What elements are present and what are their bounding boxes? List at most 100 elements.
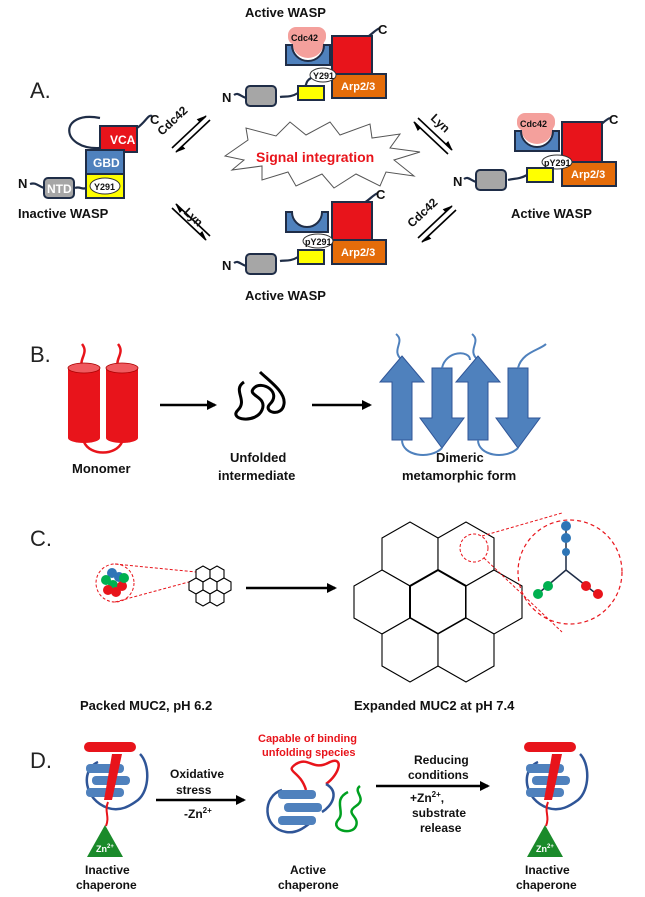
- arrow-line: [417, 205, 453, 239]
- inactive-wasp-title: Inactive WASP: [18, 206, 109, 221]
- right-n-tail: [463, 176, 477, 184]
- c-terminal-tail: [136, 114, 153, 129]
- hex: [437, 617, 495, 683]
- panel-d: D. Zn2+ Inactive chaperone Oxidative str…: [30, 733, 589, 892]
- red-tail-2: release: [420, 821, 462, 835]
- strand-down-2: [495, 367, 541, 449]
- bead-blue-small: [562, 548, 570, 556]
- bottom-ntd: [245, 253, 277, 275]
- chaperone-loop: [525, 753, 589, 811]
- vca-linker-loop: [68, 115, 101, 150]
- arrow-line: [175, 119, 211, 153]
- panel-a: A. C VCA GBD Y291 NTD N Inactive WASP Ac…: [18, 5, 619, 303]
- inactive-chaperone-right: Zn2+ Inactive chaperone: [516, 742, 589, 892]
- helix-bottom: [106, 433, 138, 443]
- hex: [195, 589, 211, 607]
- panel-a-label: A.: [30, 78, 51, 103]
- bottom-n-tail: [233, 260, 247, 268]
- arrow-cdc42-right: Cdc42: [404, 195, 457, 243]
- arrow-line: [171, 207, 207, 241]
- inactive-n-terminus: N: [18, 176, 27, 191]
- ntd-label: NTD: [47, 182, 72, 196]
- bottom-yellow: [297, 249, 325, 265]
- right-cdc42-label: Cdc42: [520, 119, 547, 129]
- helix-cylinder: [106, 368, 138, 438]
- chaperone-loop: [85, 753, 149, 811]
- zn-triangle: [527, 825, 563, 857]
- top-cdc42-label: Cdc42: [291, 33, 318, 43]
- right-cdc42-bubble: [517, 113, 555, 131]
- strand: [526, 788, 564, 797]
- packed-mucin: [95, 563, 232, 607]
- bottom-c-terminus: C: [376, 187, 386, 202]
- panel-b-label: B.: [30, 342, 51, 367]
- bead-green: [119, 573, 129, 583]
- dimeric-sheet: [378, 333, 547, 456]
- cdc42-bubble: [288, 27, 326, 45]
- unfolded-red-segment: [290, 759, 340, 791]
- active-label-2: chaperone: [278, 878, 339, 892]
- strand-loop: [477, 439, 519, 456]
- zoom-line: [481, 512, 563, 537]
- capable-label-1: Capable of binding: [258, 733, 357, 745]
- strand-down-1: [419, 367, 465, 449]
- strand-loop: [517, 343, 547, 369]
- helix-loop: [82, 441, 124, 454]
- top-arp: [331, 73, 387, 99]
- right-gbd: [514, 130, 560, 152]
- active-loop: [321, 782, 335, 814]
- strand-up-2: [454, 355, 502, 441]
- zn-triangle: [87, 825, 123, 857]
- green-segment: [335, 785, 362, 833]
- strand-tail: [471, 333, 479, 361]
- top-n-terminus: N: [222, 90, 231, 105]
- bottom-n-terminus: N: [222, 258, 231, 273]
- strand: [284, 803, 322, 812]
- top-y291: [309, 67, 337, 83]
- zn-label-right: Zn2+: [536, 844, 554, 854]
- top-c-terminus: C: [378, 22, 388, 37]
- bottom-arp: [331, 239, 387, 265]
- arrow-line: [421, 209, 457, 243]
- expanded-small-circle: [459, 533, 489, 563]
- active-wasp-right: C Cdc42 Arp2/3 pY291 N Active WASP: [453, 112, 619, 221]
- arrow-cdc42-label-1: Cdc42: [154, 103, 190, 138]
- bead-red: [593, 589, 603, 599]
- helix-top: [67, 362, 101, 374]
- panel-d-label: D.: [30, 748, 52, 773]
- red-label-2: conditions: [408, 768, 469, 782]
- panel-b: B. Monomer Unfolded intermediate: [30, 333, 547, 483]
- bottom-py291: [302, 233, 334, 249]
- active-wasp-bottom: C Arp2/3 pY291 N Active WASP: [222, 187, 387, 303]
- top-yellow: [297, 85, 325, 101]
- top-link-1: [329, 54, 334, 67]
- arrow-lyn-label-1: Lyn: [181, 205, 206, 229]
- right-n-terminus: N: [453, 174, 462, 189]
- active-chaperone: Active chaperone: [266, 759, 362, 892]
- cdc42-body: [292, 42, 324, 58]
- right-py291-label: pY291: [544, 158, 571, 168]
- red-plus-zn: +Zn2+,: [410, 790, 444, 805]
- right-c-terminus: C: [609, 112, 619, 127]
- strand: [278, 816, 316, 825]
- arrow-line: [171, 115, 207, 149]
- bottom-vca: [331, 201, 373, 243]
- y291-label: Y291: [94, 182, 115, 192]
- top-y291-label: Y291: [313, 71, 334, 81]
- active-loop: [266, 788, 315, 834]
- arrow-lyn-right: Lyn: [413, 111, 453, 155]
- arrow-line: [417, 117, 453, 151]
- ox-minus-zn: -Zn2+: [184, 806, 212, 821]
- panel-c-label: C.: [30, 526, 52, 551]
- strand: [86, 788, 124, 797]
- intermediate-label-1: Unfolded: [230, 450, 286, 465]
- top-vca: [331, 35, 373, 77]
- bead-green: [543, 581, 553, 591]
- active-wasp-top: Active WASP C Cdc42 Arp2/3 Y291 N: [222, 5, 388, 107]
- ox-label-1: Oxidative: [170, 767, 224, 781]
- strand-tail: [395, 333, 403, 361]
- bead-green: [101, 575, 111, 585]
- top-n-tail: [233, 92, 247, 100]
- intermediate-label-2: intermediate: [218, 468, 295, 483]
- top-link-3: [279, 92, 299, 99]
